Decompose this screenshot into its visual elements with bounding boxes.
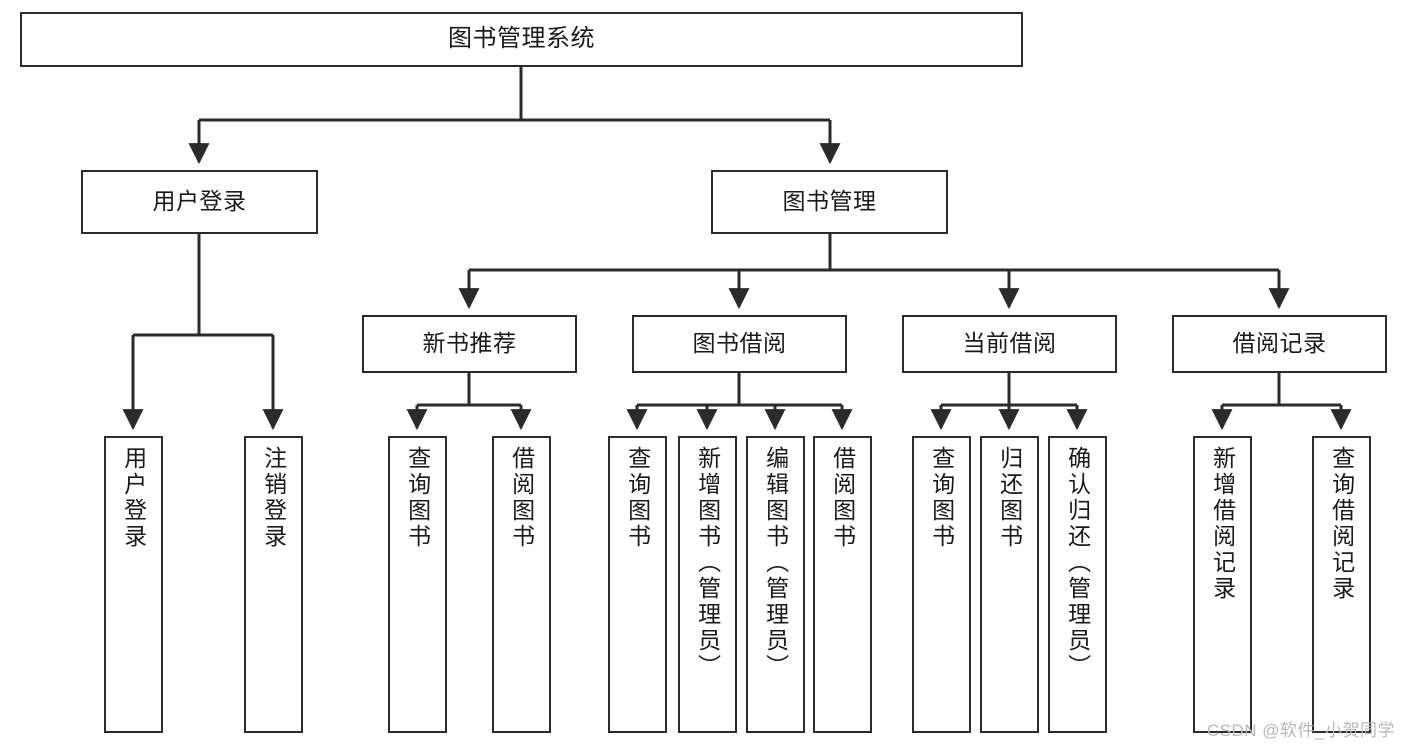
node-label: 图书借阅 — [692, 330, 787, 357]
leaf-borrow-record-query-record[interactable]: 查询借阅记录 — [1312, 436, 1371, 733]
node-label: 查询图书 — [404, 446, 431, 550]
node-borrow-record[interactable]: 借阅记录 — [1172, 315, 1387, 373]
node-book-management[interactable]: 图书管理 — [711, 170, 948, 234]
leaf-current-borrow-return-book[interactable]: 归还图书 — [980, 436, 1039, 733]
node-label: 新增借阅记录 — [1209, 446, 1236, 602]
node-label: 用户登录 — [152, 188, 247, 215]
node-label: 借阅记录 — [1232, 330, 1327, 357]
leaf-new-book-borrow-book[interactable]: 借阅图书 — [492, 436, 551, 733]
node-root-book-management-system[interactable]: 图书管理系统 — [20, 12, 1023, 67]
node-label: 注销登录 — [260, 446, 287, 550]
leaf-book-borrow-edit-book-admin[interactable]: 编辑图书（管理员） — [746, 436, 805, 733]
node-label: 当前借阅 — [962, 330, 1057, 357]
leaf-book-borrow-query-book[interactable]: 查询图书 — [608, 436, 667, 733]
node-label: 编辑图书（管理员） — [762, 446, 789, 680]
node-label: 用户登录 — [120, 446, 147, 550]
leaf-borrow-record-add-record[interactable]: 新增借阅记录 — [1193, 436, 1252, 733]
node-user-login[interactable]: 用户登录 — [81, 170, 318, 234]
leaf-current-borrow-confirm-return-admin[interactable]: 确认归还（管理员） — [1048, 436, 1107, 733]
node-label: 新书推荐 — [422, 330, 517, 357]
node-label: 归还图书 — [996, 446, 1023, 550]
leaf-book-borrow-add-book-admin[interactable]: 新增图书（管理员） — [678, 436, 737, 733]
node-label: 查询图书 — [928, 446, 955, 550]
node-label: 借阅图书 — [508, 446, 535, 550]
node-label: 借阅图书 — [829, 446, 856, 550]
leaf-book-borrow-borrow-book[interactable]: 借阅图书 — [813, 436, 872, 733]
node-label: 新增图书（管理员） — [694, 446, 721, 680]
leaf-current-borrow-query-book[interactable]: 查询图书 — [912, 436, 971, 733]
node-label: 查询借阅记录 — [1328, 446, 1355, 602]
leaf-user-login-logout[interactable]: 注销登录 — [244, 436, 303, 733]
leaf-user-login-login[interactable]: 用户登录 — [104, 436, 163, 733]
node-label: 图书管理 — [782, 188, 877, 215]
node-book-borrow[interactable]: 图书借阅 — [632, 315, 847, 373]
node-new-book-recommend[interactable]: 新书推荐 — [362, 315, 577, 373]
node-label: 查询图书 — [624, 446, 651, 550]
node-label: 图书管理系统 — [448, 25, 595, 53]
node-current-borrow[interactable]: 当前借阅 — [902, 315, 1117, 373]
leaf-new-book-query-book[interactable]: 查询图书 — [388, 436, 447, 733]
node-label: 确认归还（管理员） — [1064, 446, 1091, 680]
watermark: CSDN @软件_小贺同学 — [1206, 721, 1395, 740]
